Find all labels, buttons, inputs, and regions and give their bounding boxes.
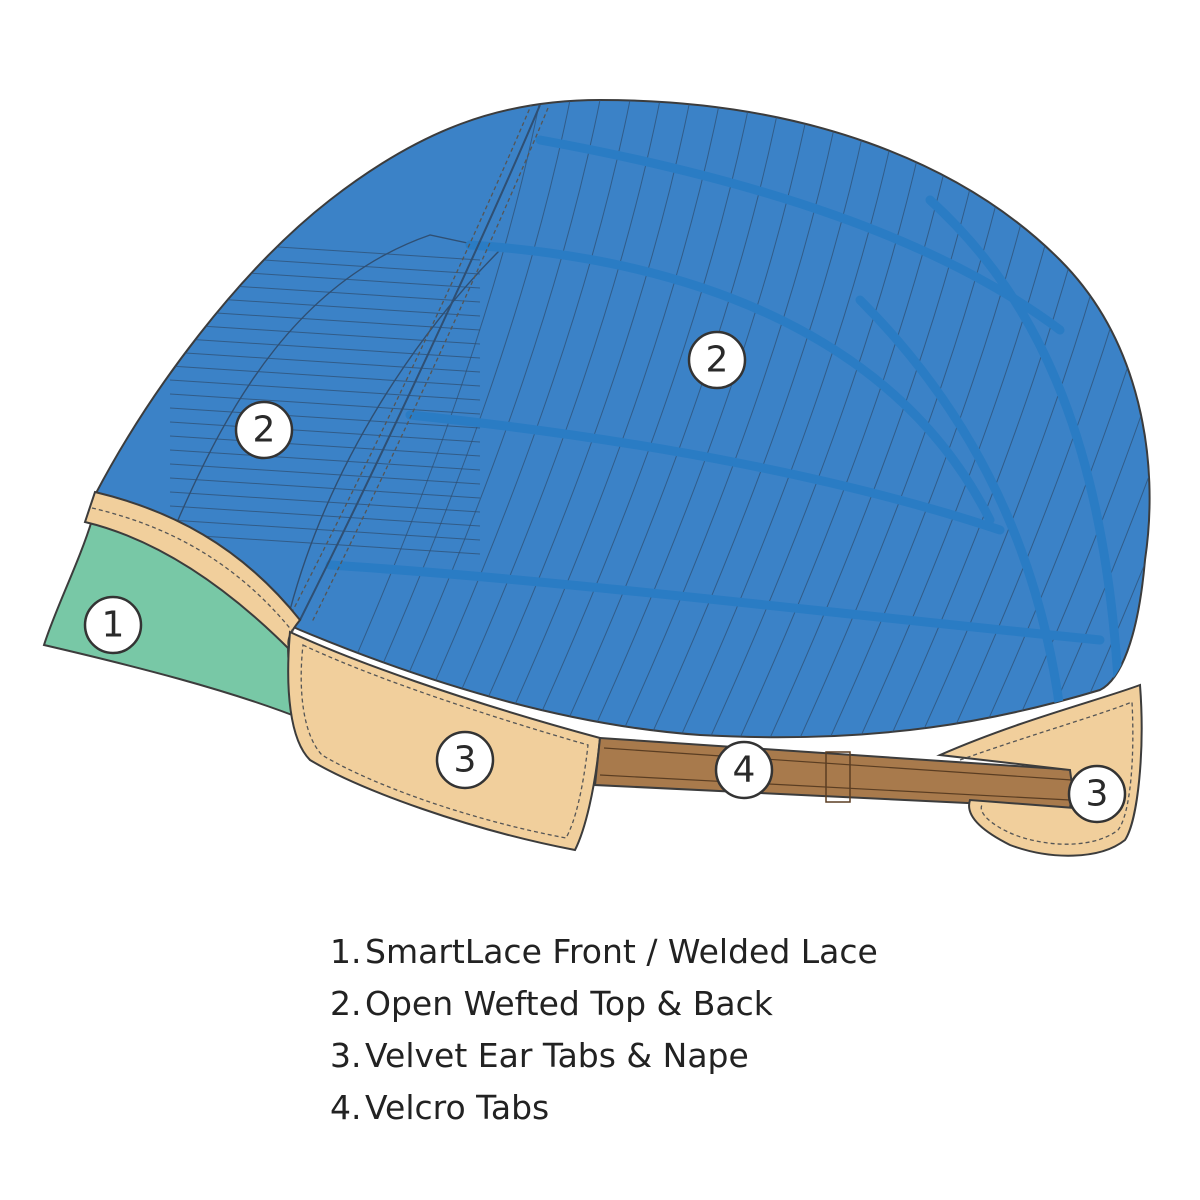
badge-nape: 3 [1067, 764, 1127, 824]
legend-label: Velcro Tabs [365, 1088, 550, 1127]
svg-text:3: 3 [1086, 774, 1109, 815]
weft-line [369, 100, 601, 738]
side-weft-line [169, 421, 481, 443]
side-weft-line [169, 533, 481, 555]
side-weft-panel [177, 234, 502, 611]
legend-item: 4. Velcro Tabs [330, 1082, 878, 1134]
side-weft-line [169, 463, 481, 485]
legend-number: 2. [330, 984, 362, 1023]
badge-lace-front: 1 [83, 595, 143, 655]
svg-text:1: 1 [102, 605, 125, 646]
side-weft-line [169, 379, 481, 401]
badge-wefted-side: 2 [234, 400, 294, 460]
svg-text:3: 3 [454, 740, 477, 781]
side-weft-line [169, 323, 481, 345]
weft-line [399, 100, 631, 738]
svg-text:2: 2 [253, 410, 276, 451]
weft-line [429, 100, 661, 738]
badge-velcro: 4 [714, 740, 774, 800]
badge-wefted-top: 2 [687, 330, 747, 390]
weft-line [699, 100, 931, 738]
legend-number: 1. [330, 932, 362, 971]
side-weft-line [169, 309, 481, 331]
weft-line [609, 100, 841, 738]
weft-line [339, 100, 571, 738]
side-weft-line [169, 351, 481, 373]
side-weft-line [169, 435, 481, 457]
weft-line [459, 100, 691, 738]
legend-label: Velvet Ear Tabs & Nape [365, 1036, 749, 1075]
badge-ear-tab: 3 [435, 730, 495, 790]
legend-item: 3. Velvet Ear Tabs & Nape [330, 1030, 878, 1082]
side-weft-line [169, 491, 481, 513]
side-weft-line [169, 505, 481, 527]
weft-line [729, 100, 961, 738]
legend-label: Open Wefted Top & Back [365, 984, 773, 1023]
weft-line [489, 100, 721, 738]
legend-label: SmartLace Front / Welded Lace [365, 932, 878, 971]
legend: 1. SmartLace Front / Welded Lace 2. Open… [330, 926, 878, 1134]
svg-text:2: 2 [706, 340, 729, 381]
wefted-cap-body [93, 98, 1151, 739]
weft-line [549, 100, 781, 738]
legend-number: 4. [330, 1088, 362, 1127]
weft-line [579, 100, 811, 738]
svg-text:4: 4 [733, 750, 756, 791]
weft-line [1059, 100, 1150, 738]
side-weft-line [169, 519, 481, 541]
side-weft-line [169, 393, 481, 415]
weft-line [639, 100, 871, 738]
side-weft-line [169, 365, 481, 387]
legend-item: 2. Open Wefted Top & Back [330, 978, 878, 1030]
weft-line [939, 100, 1150, 738]
side-weft-line [169, 449, 481, 471]
side-weft-line [169, 477, 481, 499]
weft-line [669, 100, 901, 738]
wig-cap-diagram: 1 2 2 3 4 3 [42, 98, 1151, 857]
legend-number: 3. [330, 1036, 362, 1075]
side-weft-line [169, 407, 481, 429]
weft-line [1029, 100, 1150, 738]
weft-line [969, 100, 1150, 738]
legend-item: 1. SmartLace Front / Welded Lace [330, 926, 878, 978]
